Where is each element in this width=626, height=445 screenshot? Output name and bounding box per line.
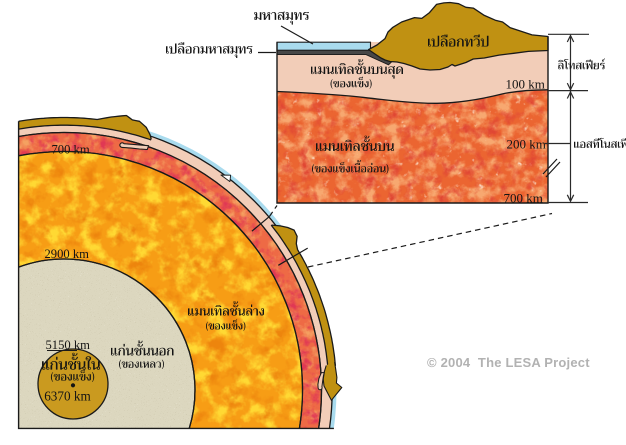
svg-text:© 2004 The LESA Project: © 2004 The LESA Project	[427, 355, 590, 370]
svg-text:5150 km: 5150 km	[46, 338, 91, 352]
svg-text:6370 km: 6370 km	[44, 389, 91, 404]
svg-text:2900 km: 2900 km	[45, 247, 90, 261]
svg-text:700 km: 700 km	[504, 190, 543, 205]
svg-text:200 km: 200 km	[507, 137, 546, 152]
svg-text:700 km: 700 km	[52, 143, 90, 157]
svg-text:100 km: 100 km	[506, 76, 545, 91]
